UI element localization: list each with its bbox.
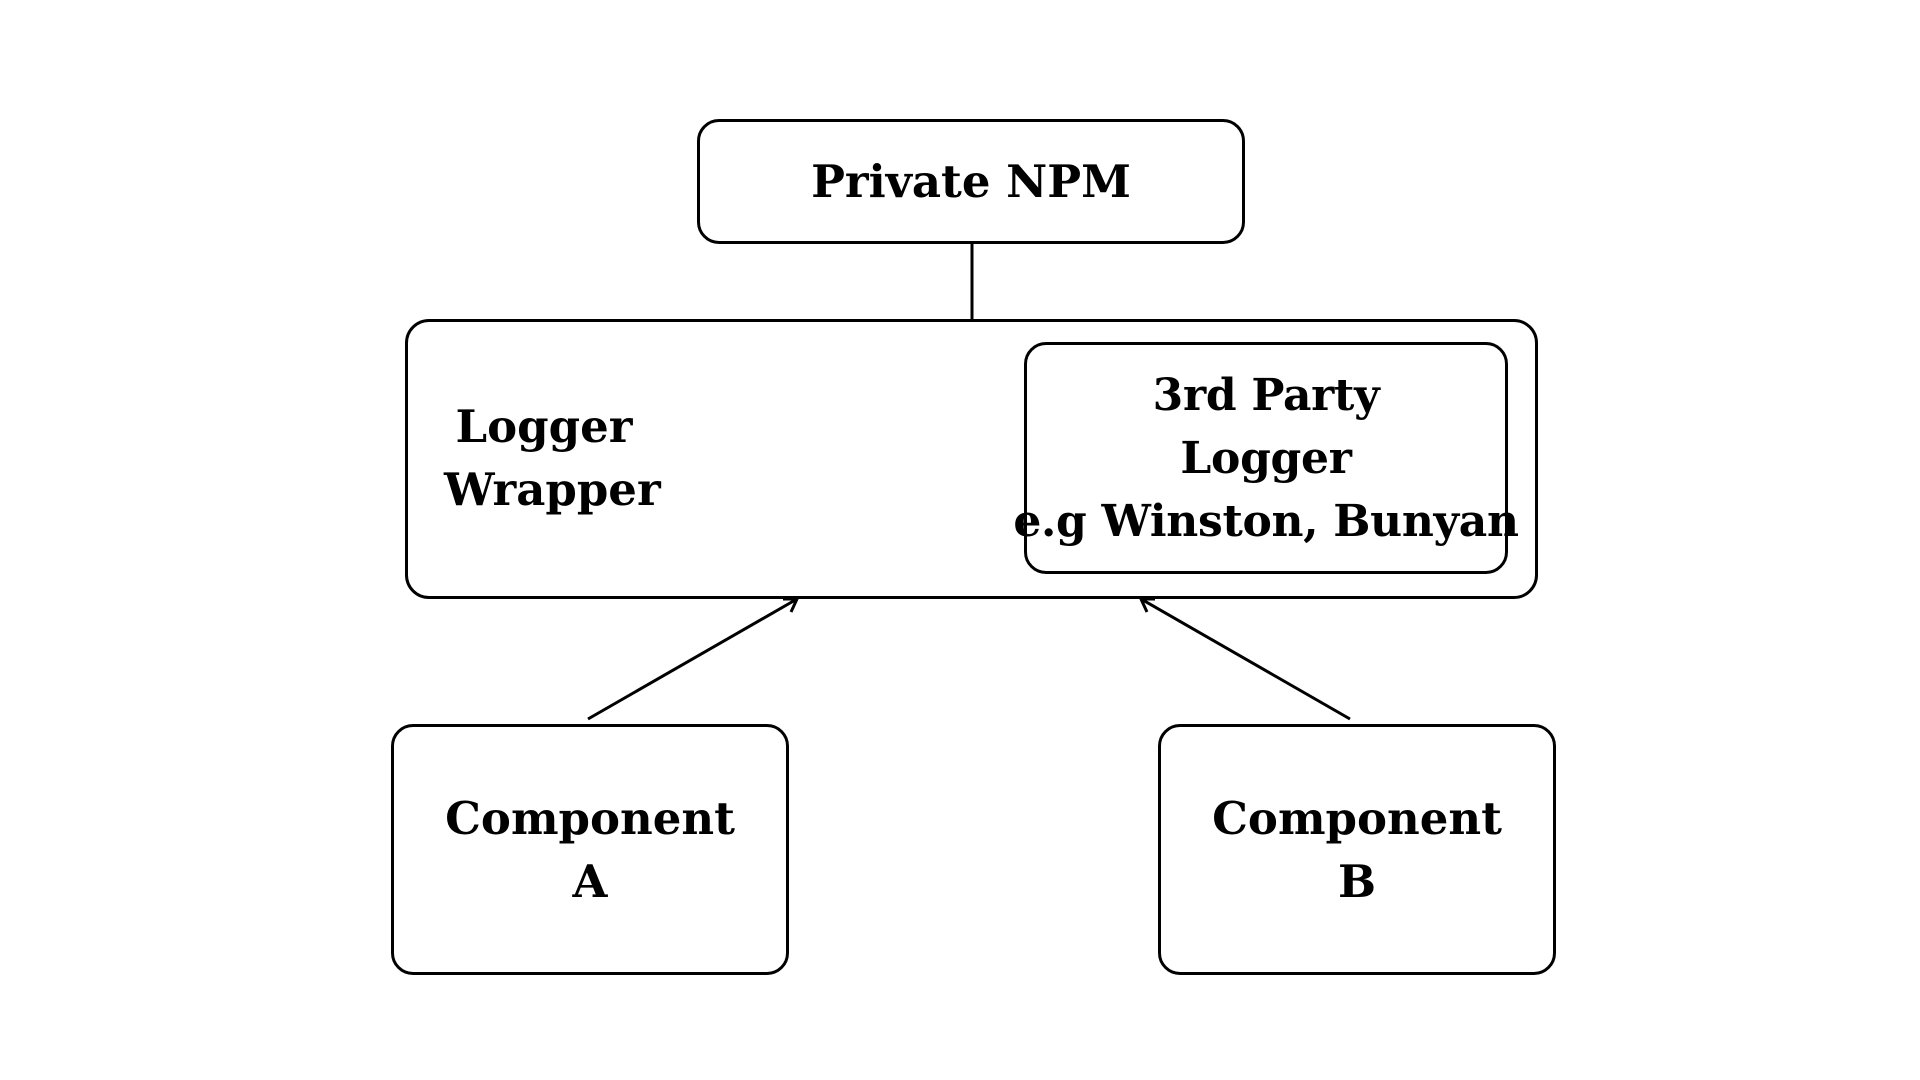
third-party-logger-node: 3rd Party Logger e.g Winston, Bunyan: [1013, 342, 1519, 574]
third-party-logger-label-line: e.g Winston, Bunyan: [1013, 495, 1519, 547]
edge-component-b-to-wrapper: [1138, 597, 1351, 721]
private-npm-node: Private NPM: [697, 119, 1245, 244]
component-b-label-line: Component: [1212, 791, 1502, 845]
component-b-node: Component B: [1158, 724, 1556, 975]
component-b-label: Component B: [1212, 787, 1502, 913]
component-a-label: Component A: [445, 787, 735, 913]
component-b-label-line: B: [1337, 854, 1377, 908]
logger-wrapper-label-line: Wrapper: [444, 463, 661, 516]
private-npm-label: Private NPM: [811, 155, 1131, 208]
logger-wrapper-label-line: Logger: [455, 400, 633, 453]
third-party-logger-label-line: 3rd Party: [1152, 369, 1380, 421]
component-a-label-line: A: [572, 854, 608, 908]
logger-wrapper-label: Logger Wrapper: [444, 395, 661, 521]
third-party-logger-label-line: Logger: [1180, 432, 1352, 484]
third-party-logger-label: 3rd Party Logger e.g Winston, Bunyan: [1013, 364, 1519, 553]
component-a-label-line: Component: [445, 791, 735, 845]
component-a-node: Component A: [391, 724, 789, 975]
edge-component-a-to-wrapper: [587, 597, 800, 721]
